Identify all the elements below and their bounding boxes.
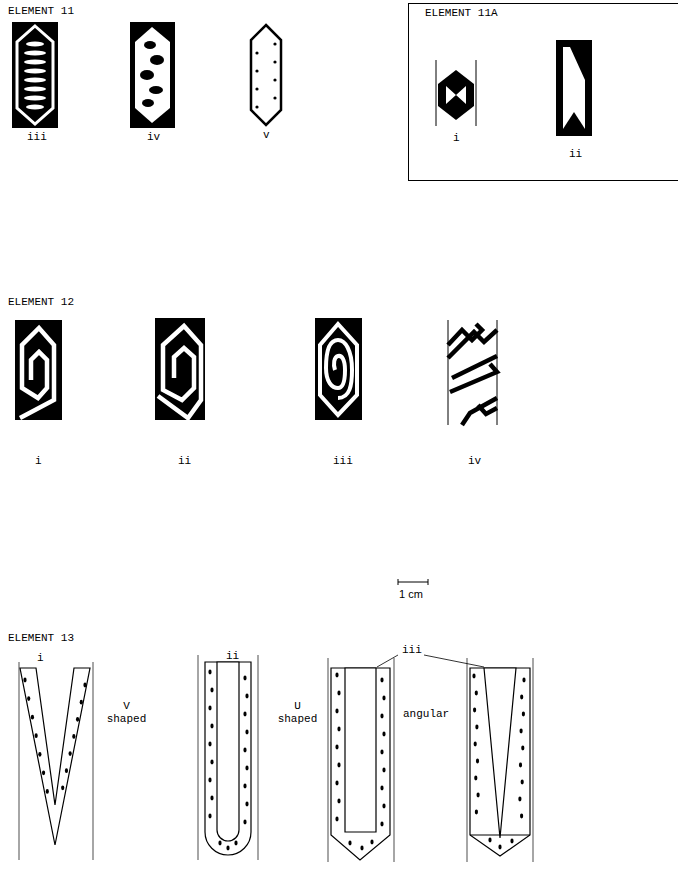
variant-numeral: ii: [569, 148, 582, 161]
scale-bar: [398, 579, 428, 585]
variant-numeral: ii: [226, 650, 239, 663]
element-11-iv: [130, 22, 175, 128]
element-11-v: [251, 25, 281, 125]
dot-fill: [23, 670, 525, 851]
scale-label: 1 cm: [399, 588, 423, 601]
variant-numeral: i: [35, 455, 42, 468]
element-heading: ELEMENT 11A: [425, 7, 498, 20]
element-heading: ELEMENT 11: [8, 5, 74, 18]
element-13-angular: [328, 658, 533, 862]
element-12-iv: [448, 320, 497, 425]
shape-note: angular: [403, 708, 449, 721]
variant-numeral: iv: [147, 131, 160, 144]
leader-line: [377, 655, 484, 667]
element-11a-i: [436, 60, 476, 126]
element-13-v-shaped: [19, 662, 93, 860]
element-12-ii: [155, 318, 205, 420]
element-11-iii: [12, 22, 58, 128]
variant-numeral: iii: [333, 455, 353, 468]
variant-numeral: ii: [178, 455, 191, 468]
shape-note: V shaped: [105, 700, 148, 726]
variant-numeral: i: [453, 132, 460, 145]
element-12-i: [15, 320, 62, 420]
bordered-panel: ELEMENT 11Aiii: [408, 3, 678, 181]
shape-note: U shaped: [276, 700, 319, 726]
element-11a-ii: [556, 40, 592, 136]
variant-numeral: iii: [27, 131, 47, 144]
element-heading: ELEMENT 13: [8, 632, 74, 645]
variant-numeral: iii: [402, 644, 422, 657]
variant-numeral: iv: [468, 455, 481, 468]
element-heading: ELEMENT 12: [8, 296, 74, 309]
element-12-iii: [315, 318, 362, 420]
element-13-u-shaped: [198, 655, 258, 860]
variant-numeral: v: [263, 129, 270, 142]
variant-numeral: i: [37, 652, 44, 665]
